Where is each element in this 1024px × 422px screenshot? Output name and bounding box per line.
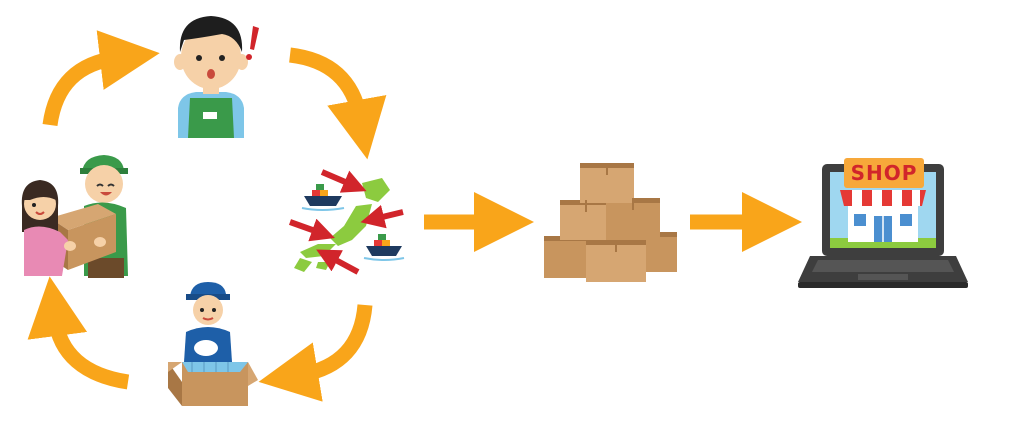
worker-packing-icon bbox=[168, 282, 258, 406]
box-stack-icon bbox=[544, 163, 677, 282]
cycle-arrow-bottom-left bbox=[27, 276, 130, 390]
cycle-arrow-top-left bbox=[42, 30, 160, 127]
delivery-handover-icon bbox=[21, 155, 128, 278]
shop-sign-text: SHOP bbox=[850, 161, 918, 185]
cycle-arrow-bottom-right bbox=[258, 304, 373, 402]
cycle-arrow-top-right bbox=[288, 47, 387, 160]
shop-worker-icon bbox=[174, 16, 259, 138]
shop-sign: SHOP bbox=[844, 158, 924, 188]
japan-import-map-icon bbox=[288, 169, 405, 275]
